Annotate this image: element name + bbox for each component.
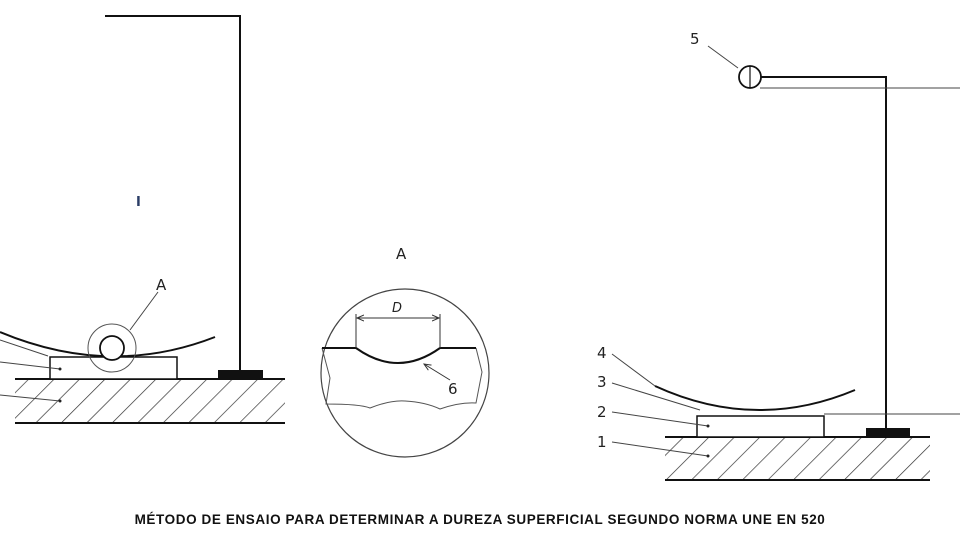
dimension-label: D bbox=[392, 301, 402, 316]
detail-a: A D 6 bbox=[320, 245, 490, 458]
figure-caption: MÉTODO DE ENSAIO PARA DETERMINAR A DUREZ… bbox=[134, 512, 826, 527]
test-sheet-right bbox=[654, 385, 856, 412]
left-mark: I bbox=[136, 195, 141, 210]
specimen-section bbox=[321, 347, 483, 410]
indenter-arm-right bbox=[752, 76, 887, 430]
label-3: 3 bbox=[597, 373, 607, 391]
label-6: 6 bbox=[448, 380, 458, 398]
label-1: 1 bbox=[597, 433, 607, 451]
detail-title: A bbox=[396, 245, 407, 263]
detail-circle bbox=[320, 288, 490, 458]
arm-base bbox=[218, 370, 263, 379]
label-4: 4 bbox=[597, 344, 607, 362]
detail-ring bbox=[87, 323, 137, 373]
detail-callout-label: A bbox=[156, 276, 167, 294]
ground-hatch-right bbox=[665, 437, 930, 480]
roller bbox=[99, 335, 125, 361]
indentation bbox=[322, 347, 476, 364]
indenter-arm bbox=[105, 15, 241, 372]
arm-base-right bbox=[866, 428, 910, 437]
right-test-setup: 5 4 3 2 1 bbox=[597, 30, 960, 481]
label-2: 2 bbox=[597, 403, 607, 421]
left-test-setup: A I bbox=[0, 15, 285, 424]
support-block-right bbox=[696, 415, 825, 438]
label-5: 5 bbox=[690, 30, 700, 48]
